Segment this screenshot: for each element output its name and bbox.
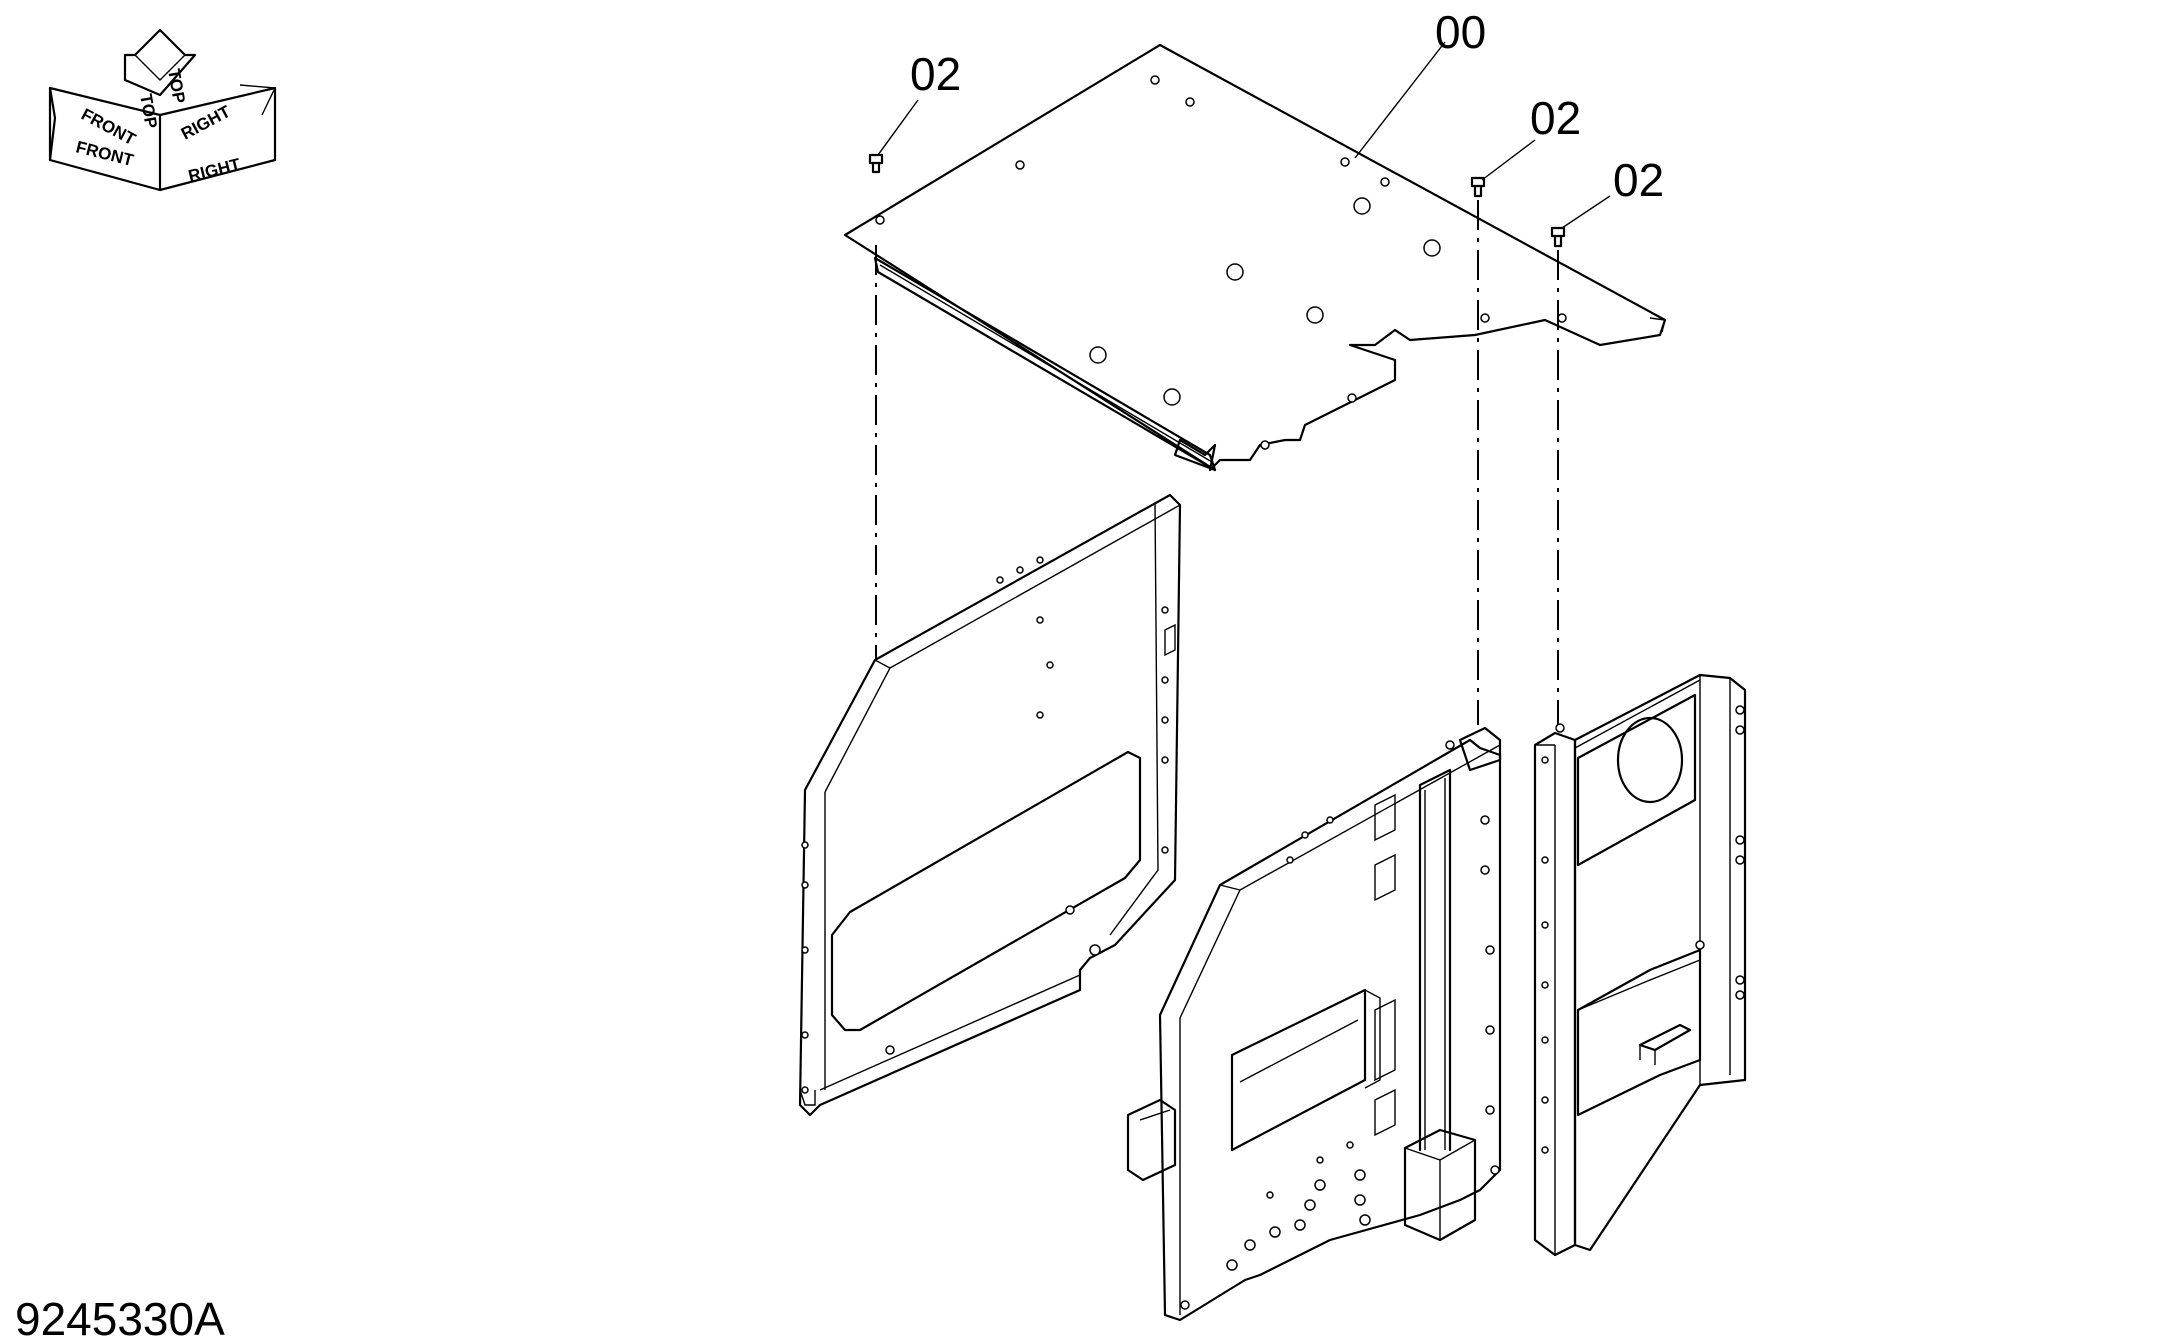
bolt-center-part — [1470, 176, 1486, 198]
figure-number: 9245330A — [15, 1293, 225, 1341]
bolt-left-part — [868, 153, 884, 174]
left-side-panel — [798, 493, 1182, 1117]
callout-bolt-center: 02 — [1530, 92, 1581, 144]
right-side-panel — [1533, 673, 1747, 1257]
orientation-top-label: TOP — [136, 92, 161, 129]
leader-lines — [877, 41, 1611, 229]
top-plate-part — [843, 43, 1667, 472]
callout-bolt-right: 02 — [1613, 154, 1664, 206]
orientation-top-rot-label: TOP — [164, 67, 189, 104]
center-panel — [1126, 726, 1502, 1322]
orientation-icon: FRONT FRONT TOP TOP RIGHT RIGHT — [48, 28, 277, 192]
orientation-right-label: RIGHT — [186, 155, 243, 186]
callout-top-plate: 00 — [1435, 6, 1486, 58]
callout-bolt-left: 02 — [910, 48, 961, 100]
assembly-centerlines — [875, 200, 1559, 725]
bolt-right-part — [1550, 226, 1566, 248]
